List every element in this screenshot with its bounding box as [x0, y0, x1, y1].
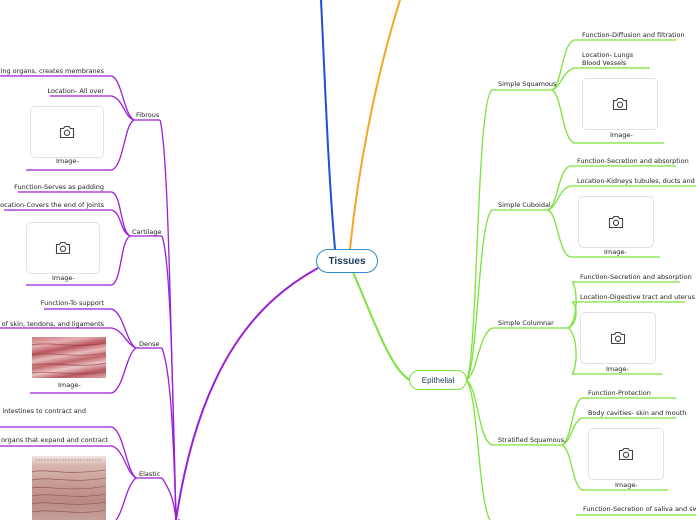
dense-image-label: Image- — [58, 381, 81, 389]
simple-cuboidal-location: Location-Kidneys tubules, ducts and cove… — [577, 177, 696, 185]
cartilage-function: Function-Serves as padding — [14, 183, 104, 191]
epithelial-label: Epithelial — [421, 375, 455, 385]
stratified-squamous-image-placeholder[interactable] — [588, 428, 664, 480]
simple-cuboidal-image-placeholder[interactable] — [578, 196, 654, 248]
simple-columnar-image-placeholder[interactable] — [580, 312, 656, 364]
camera-icon — [59, 125, 75, 139]
simple-columnar-function: Function-Secretion and absorption — [580, 273, 692, 281]
simple-columnar-image-label: Image- — [606, 365, 629, 373]
simple-squamous-function: Function-Diffusion and filtration — [582, 31, 685, 39]
elastic-function: n and intestines to contract and — [0, 407, 86, 415]
node-simple-columnar[interactable]: Simple Columnar — [498, 319, 554, 327]
camera-icon — [610, 331, 626, 345]
fibrous-location: Location- All over — [47, 87, 104, 95]
root-node-tissues[interactable]: Tissues — [316, 249, 378, 273]
stratified-squamous-image-label: Image- — [615, 481, 638, 489]
node-dense[interactable]: Dense — [139, 340, 160, 348]
simple-columnar-location: Location-Digestive tract and uterus — [580, 293, 695, 301]
node-fibrous[interactable]: Fibrous — [136, 111, 160, 119]
stratified-squamous-function: Function-Protection — [588, 389, 651, 397]
simple-cuboidal-function: Function-Secretion and absorption — [577, 157, 689, 165]
camera-icon — [618, 447, 634, 461]
node-elastic[interactable]: Elastic — [139, 470, 161, 478]
fibrous-image-placeholder[interactable] — [30, 106, 104, 158]
camera-icon — [612, 97, 628, 111]
elastic-tissue-texture — [32, 459, 106, 513]
node-cartilage[interactable]: Cartilage — [132, 228, 162, 236]
camera-icon — [608, 215, 624, 229]
cartilage-location: Location-Covers the end of joints — [0, 201, 104, 209]
elastic-tissue-photo — [32, 456, 106, 520]
cartilage-image-placeholder[interactable] — [26, 222, 100, 274]
cartilage-image-label: Image- — [52, 274, 75, 282]
elastic-location: nd in organs that expand and contract — [0, 436, 108, 444]
camera-icon — [55, 241, 71, 255]
simple-squamous-location-1: Location- Lungs — [582, 51, 634, 59]
node-simple-squamous[interactable]: Simple Squamous — [498, 80, 557, 88]
stratified-squamous-location: Body cavities- skin and mouth — [588, 409, 687, 417]
node-epithelial[interactable]: Epithelial — [409, 370, 467, 390]
dense-tissue-photo — [32, 337, 106, 378]
simple-cuboidal-image-label: Image- — [604, 248, 627, 256]
fibrous-image-label: Image- — [56, 157, 79, 165]
dense-tissue-texture — [32, 342, 106, 375]
node-simple-cuboidal[interactable]: Simple Cuboidal — [498, 201, 551, 209]
root-label: Tissues — [328, 255, 366, 267]
dense-function: Function-To support — [40, 299, 104, 307]
dense-location: dermis of skin, tendons, and ligaments — [0, 320, 104, 328]
partial-function: Function-Secretion of saliva and swea — [583, 505, 696, 513]
node-stratified-squamous[interactable]: Stratified Squamous, — [498, 436, 567, 444]
simple-squamous-image-placeholder[interactable] — [582, 78, 658, 130]
simple-squamous-image-label: Image- — [610, 131, 633, 139]
simple-squamous-location-2: Blood Vessels — [582, 59, 627, 67]
fibrous-function: derlying organs, creates membranes — [0, 67, 104, 75]
